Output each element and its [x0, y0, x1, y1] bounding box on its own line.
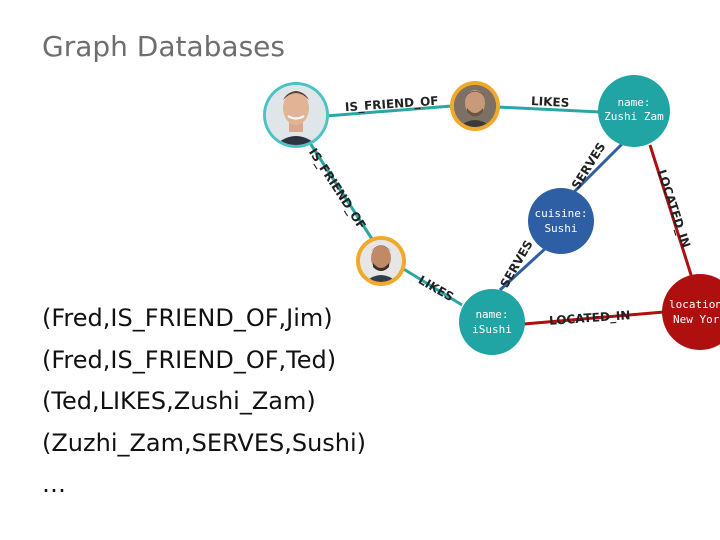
triple-item: …: [42, 470, 66, 498]
node-location-line1: location: [669, 298, 720, 311]
edge-jim-isushi: [401, 266, 463, 307]
person-node-jim: [356, 236, 406, 286]
edge-label-zushi-located: LOCATED_IN: [654, 168, 693, 250]
edge-ted-zushi: [496, 105, 601, 114]
node-isushi-line1: name:: [475, 308, 508, 321]
node-isushi-line2: iSushi: [472, 323, 512, 336]
triple-item: (Zuzhi_Zam,SERVES,Sushi): [42, 428, 367, 457]
edge-label-ted-likes: LIKES: [531, 94, 570, 110]
triple-item: (Fred,IS_FRIEND_OF,Ted): [42, 345, 337, 374]
cuisine-node-sushi: cuisine: Sushi: [528, 188, 594, 254]
edge-label-jim-likes: LIKES: [416, 273, 456, 304]
edge-label-zushi-serves: SERVES: [569, 140, 609, 192]
slide-title: Graph Databases: [42, 30, 285, 63]
restaurant-node-zushi-zam: name: Zushi Zam: [598, 75, 670, 147]
node-zushi-zam-line2: Zushi Zam: [604, 110, 664, 123]
triple-item: (Ted,LIKES,Zushi_Zam): [42, 387, 316, 415]
triple-item: (Fred,IS_FRIEND_OF,Jim): [42, 304, 333, 332]
edge-fred-ted: [325, 104, 453, 118]
edge-isushi-cuisine: [498, 245, 549, 292]
edge-fred-jim: [308, 142, 374, 240]
triples-list: (Fred,IS_FRIEND_OF,Jim) (Fred,IS_FRIEND_…: [42, 298, 366, 506]
person-node-ted: [450, 81, 500, 131]
restaurant-node-isushi: name: iSushi: [459, 289, 525, 355]
node-location-line2: New York: [673, 313, 720, 326]
location-node-new-york: location New York: [662, 274, 720, 350]
edge-label-fred-jim: IS_FRIEND_OF: [305, 146, 369, 233]
node-cuisine-line2: Sushi: [544, 222, 577, 235]
edge-zushi-location: [648, 144, 694, 279]
person-node-fred: [263, 82, 329, 148]
edge-zushi-cuisine: [572, 138, 628, 194]
edge-label-isushi-located: LOCATED_IN: [549, 308, 631, 329]
edge-isushi-location: [523, 310, 665, 326]
node-cuisine-line1: cuisine:: [535, 207, 588, 220]
node-zushi-zam-line1: name:: [617, 96, 650, 109]
